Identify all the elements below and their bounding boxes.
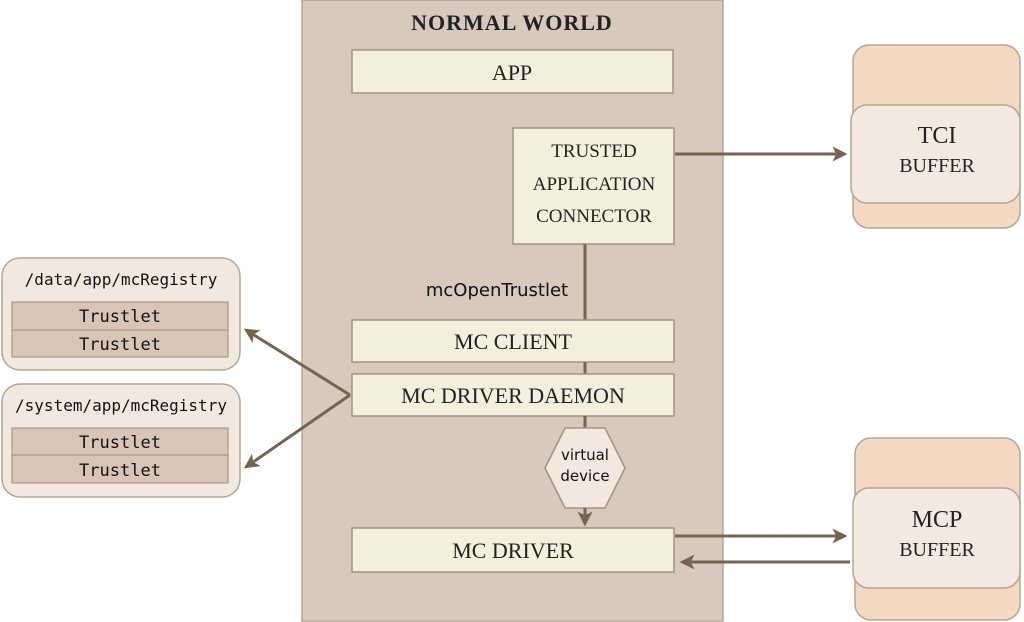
mcopentrustlet-label: mcOpenTrustlet — [426, 280, 568, 301]
mcp-label-line1: MCP — [912, 507, 963, 533]
mc-driver-daemon-box: MC DRIVER DAEMON — [351, 373, 675, 417]
trustlet-item: Trustlet — [79, 433, 161, 453]
trustlet-item: Trustlet — [79, 335, 161, 355]
mc-client-box: MC CLIENT — [351, 319, 675, 363]
connector-label-line3: CONNECTOR — [536, 206, 652, 227]
daemon-to-system-registry-arrow — [243, 393, 351, 469]
connector-label-line1: TRUSTED — [551, 141, 637, 162]
mcp-label-line2: BUFFER — [899, 539, 975, 561]
virtual-device-label-line2: device — [560, 467, 609, 485]
registry-path: /system/app/mcRegistry — [15, 396, 227, 415]
tci-buffer: TCI BUFFER — [850, 44, 1021, 229]
tci-label-line1: TCI — [918, 123, 957, 149]
mc-driver-label: MC DRIVER — [452, 538, 574, 563]
registry-path: /data/app/mcRegistry — [25, 270, 218, 289]
trustlet-item: Trustlet — [79, 461, 161, 481]
trusted-application-connector-box: TRUSTED APPLICATION CONNECTOR — [512, 127, 675, 245]
connector-label-line2: APPLICATION — [533, 174, 656, 195]
registry-data: /data/app/mcRegistry Trustlet Trustlet — [1, 257, 241, 371]
virtual-device-label-line1: virtual — [561, 446, 609, 464]
mc-client-label: MC CLIENT — [454, 329, 573, 354]
tci-label-line2: BUFFER — [899, 155, 975, 177]
app-label: APP — [492, 60, 532, 85]
mcp-buffer: MCP BUFFER — [852, 437, 1021, 621]
virtual-device-hexagon: virtual device — [544, 427, 626, 509]
normal-world-title: NORMAL WORLD — [411, 10, 613, 35]
daemon-to-data-registry-arrow — [243, 328, 351, 397]
mc-driver-daemon-label: MC DRIVER DAEMON — [401, 383, 625, 408]
normal-world-panel: NORMAL WORLD — [301, 0, 724, 622]
mc-driver-box: MC DRIVER — [351, 527, 675, 573]
trustlet-item: Trustlet — [79, 307, 161, 327]
registry-system: /system/app/mcRegistry Trustlet Trustlet — [1, 383, 241, 498]
app-box: APP — [351, 49, 674, 94]
